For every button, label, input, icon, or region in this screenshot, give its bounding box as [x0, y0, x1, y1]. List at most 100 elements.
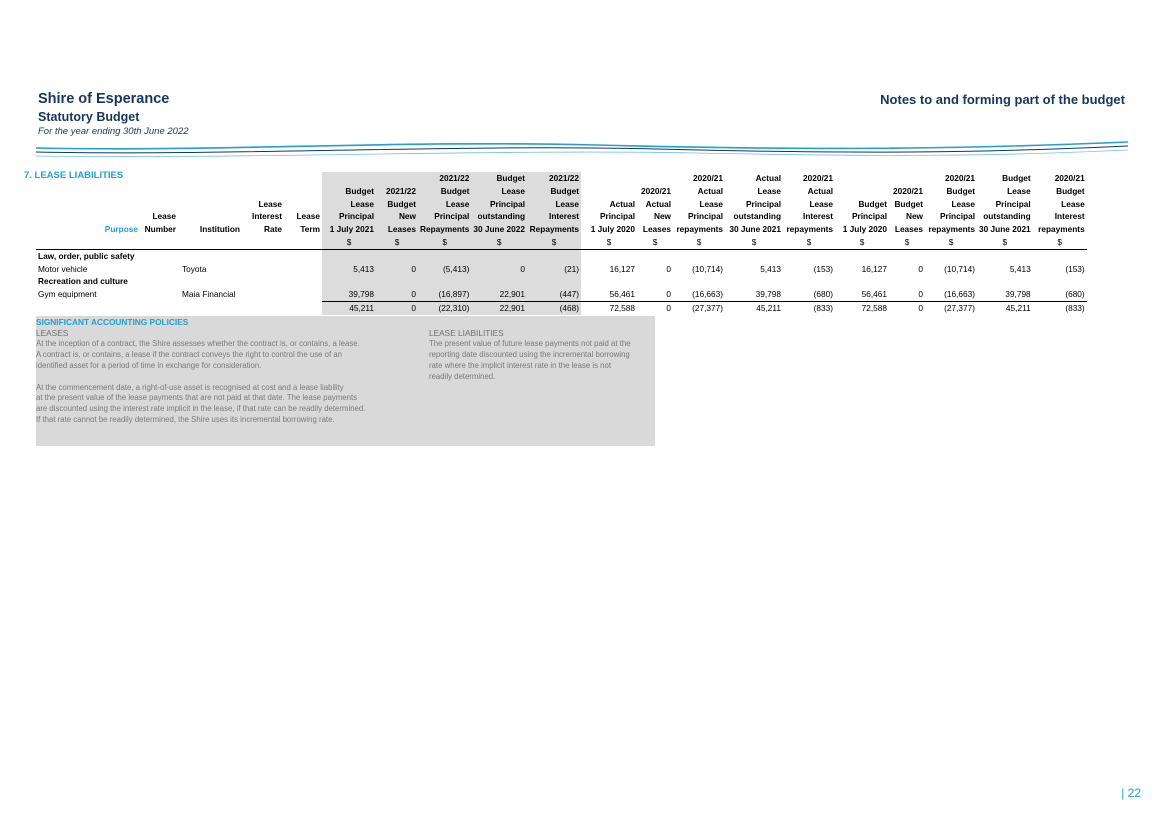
- column-header: Lease: [699, 198, 724, 209]
- currency-cell: [242, 235, 284, 250]
- column-header: Budget: [1002, 173, 1031, 183]
- value-cell: 16,127: [609, 263, 636, 274]
- total-cell: 0: [376, 300, 418, 315]
- currency-cell: $: [889, 235, 926, 250]
- empty-cell: [835, 275, 889, 288]
- value-cell: (16,663): [692, 289, 724, 300]
- empty-cell: [783, 249, 835, 262]
- total-cell: (833): [1032, 300, 1087, 315]
- institution-cell: Toyota: [182, 263, 207, 274]
- value-cell: 16,127: [861, 263, 888, 274]
- total-cell: 45,211: [977, 300, 1033, 315]
- column-header: [376, 172, 418, 185]
- value-cell: 5,413: [760, 263, 782, 274]
- policy-line: A contract is, or contains, a lease if t…: [36, 349, 342, 359]
- value-cell: (153): [813, 263, 834, 274]
- column-header: Lease: [471, 184, 528, 198]
- column-header: Interest: [527, 210, 582, 224]
- column-header: Actual: [807, 185, 834, 196]
- organisation-name: Shire of Esperance: [38, 91, 170, 107]
- currency-cell: $: [322, 235, 376, 250]
- column-header: Principal: [471, 197, 528, 211]
- value-cell: 0: [376, 262, 418, 276]
- value-cell: 39,798: [1005, 289, 1031, 300]
- value-cell: 56,461: [609, 289, 636, 300]
- column-header: Budget: [418, 184, 472, 198]
- empty-cell: [725, 275, 783, 288]
- value-cell: 0: [471, 262, 528, 276]
- currency-cell: $: [376, 235, 418, 250]
- column-header: [284, 172, 322, 185]
- column-header: [178, 198, 242, 211]
- interest-rate-cell: [242, 263, 284, 276]
- value-cell: 0: [376, 288, 418, 302]
- total-cell: (27,377): [673, 300, 726, 315]
- total-cell: 22,901: [471, 300, 528, 315]
- column-header: Budget: [376, 197, 418, 211]
- column-header: [178, 185, 242, 198]
- total-cell: 45,211: [322, 300, 376, 315]
- column-header: Principal: [939, 211, 976, 222]
- total-cell: 0: [889, 300, 926, 315]
- column-header: 2021/22: [527, 172, 582, 185]
- currency-cell: $: [925, 235, 978, 250]
- empty-cell: [1033, 275, 1087, 288]
- empty-cell: [418, 275, 472, 289]
- column-header: Interest: [252, 211, 282, 222]
- column-header: [284, 185, 322, 198]
- column-header: Principal: [418, 210, 472, 224]
- column-header: 2020/21: [945, 173, 976, 183]
- total-cell: (22,310): [418, 300, 472, 315]
- value-cell: (10,714): [944, 263, 976, 274]
- column-header: Repayments: [527, 223, 582, 236]
- empty-cell: [725, 249, 783, 262]
- column-header: 2021/22: [376, 184, 418, 198]
- empty-cell: [977, 275, 1033, 288]
- currency-cell: $: [977, 235, 1033, 250]
- column-header: outstanding: [733, 211, 782, 222]
- empty-cell: [673, 249, 725, 262]
- policy-line: readily determined.: [429, 371, 496, 381]
- column-header: Lease: [152, 211, 176, 222]
- column-header: [637, 172, 673, 185]
- empty-cell: [418, 249, 472, 263]
- currency-cell: $: [418, 235, 472, 250]
- column-header: 2020/21: [893, 185, 924, 196]
- column-header: repayments: [1038, 224, 1085, 235]
- column-header: [284, 198, 322, 211]
- column-header: repayments: [786, 224, 834, 235]
- currency-cell: [140, 235, 178, 250]
- column-header: Principal: [599, 211, 636, 222]
- column-header: [242, 185, 284, 198]
- total-cell: 45,211: [725, 300, 784, 315]
- policy-line: identified asset for a period of time in…: [36, 360, 262, 370]
- value-cell: (21): [527, 262, 582, 276]
- value-cell: (5,413): [418, 262, 472, 276]
- empty-cell: [242, 301, 284, 314]
- leases-policy: LEASES At the inception of a contract, t…: [36, 328, 406, 426]
- empty-cell: [322, 275, 376, 289]
- column-header: Principal: [851, 211, 888, 222]
- column-header: Actual: [609, 198, 636, 209]
- total-cell: (27,377): [925, 300, 978, 315]
- column-header: Principal: [687, 211, 724, 222]
- empty-cell: [36, 301, 140, 314]
- empty-cell: [527, 249, 582, 263]
- currency-row: $$$$$$$$$$$$$$$: [36, 235, 1087, 250]
- empty-cell: [178, 301, 242, 314]
- column-header: Interest: [1054, 211, 1085, 222]
- lease-liabilities-heading: LEASE LIABILITIES: [429, 328, 504, 338]
- value-cell: (153): [1065, 263, 1085, 274]
- empty-cell: [977, 249, 1033, 262]
- purpose-cell: Gym equipment: [38, 289, 97, 300]
- column-header: Actual: [755, 173, 782, 183]
- value-cell: 5,413: [322, 262, 376, 276]
- column-header: Lease: [809, 198, 834, 209]
- value-cell: (16,897): [418, 288, 472, 302]
- column-header: [178, 172, 242, 185]
- column-header: repayments: [676, 224, 724, 235]
- column-header: [178, 210, 242, 223]
